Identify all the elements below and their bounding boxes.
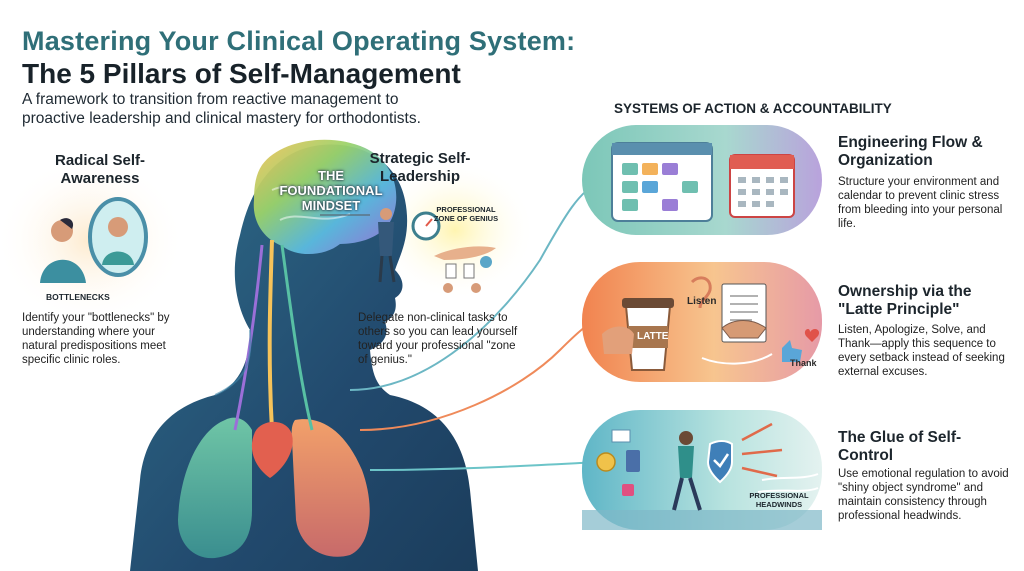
headwinds-label: PROFESSIONAL HEADWINDS xyxy=(749,491,809,509)
bottlenecks-label: BOTTLENECKS xyxy=(46,292,110,302)
system-title-engineering-flow: Engineering Flow & Organization xyxy=(838,134,983,169)
system-desc-self-control: Use emotional regulation to avoid "shiny… xyxy=(838,468,1009,522)
pillar-title-self-awareness: Radical Self-Awareness xyxy=(54,152,146,187)
zone-of-genius-label: PROFESSIONAL ZONE OF GENIUS xyxy=(433,205,499,223)
system-desc-latte-principle: Listen, Apologize, Solve, and Thank—appl… xyxy=(838,324,1005,378)
system-title-self-control: The Glue of Self-Control xyxy=(838,429,962,464)
left-lung xyxy=(178,417,252,559)
brain-label: THE FOUNDATIONAL MINDSET xyxy=(279,168,383,213)
page-subtitle: A framework to transition from reactive … xyxy=(22,91,421,127)
latte-cup-label: LATTE xyxy=(637,331,669,342)
heart-shape xyxy=(251,421,293,478)
system-desc-engineering-flow: Structure your environment and calendar … xyxy=(838,176,1003,230)
mirror-illustration xyxy=(40,197,148,283)
page-title-line2: The 5 Pillars of Self-Management xyxy=(22,58,461,89)
connector-line-1 xyxy=(349,181,601,391)
strategic-leadership-description: Delegate non-clinical tasks to others so… xyxy=(358,312,518,366)
self-awareness-description: Identify your "bottlenecks" by understan… xyxy=(22,312,170,366)
connector-line-3 xyxy=(369,461,601,471)
page-title-line1: Mastering Your Clinical Operating System… xyxy=(22,26,576,56)
right-lung xyxy=(291,419,370,557)
thank-label: Thank xyxy=(790,358,817,368)
pillar-title-strategic-leadership: Strategic Self-Leadership xyxy=(369,150,471,185)
brain-shape xyxy=(253,139,397,255)
system-title-latte-principle: Ownership via the "Latte Principle" xyxy=(838,283,972,318)
listen-label: Listen xyxy=(687,296,717,307)
systems-heading: SYSTEMS OF ACTION & ACCOUNTABILITY xyxy=(614,101,892,116)
zone-of-genius-illustration xyxy=(378,208,496,293)
card-self-control xyxy=(582,410,822,530)
card-latte-principle xyxy=(582,262,822,382)
card-engineering-flow xyxy=(582,125,822,235)
